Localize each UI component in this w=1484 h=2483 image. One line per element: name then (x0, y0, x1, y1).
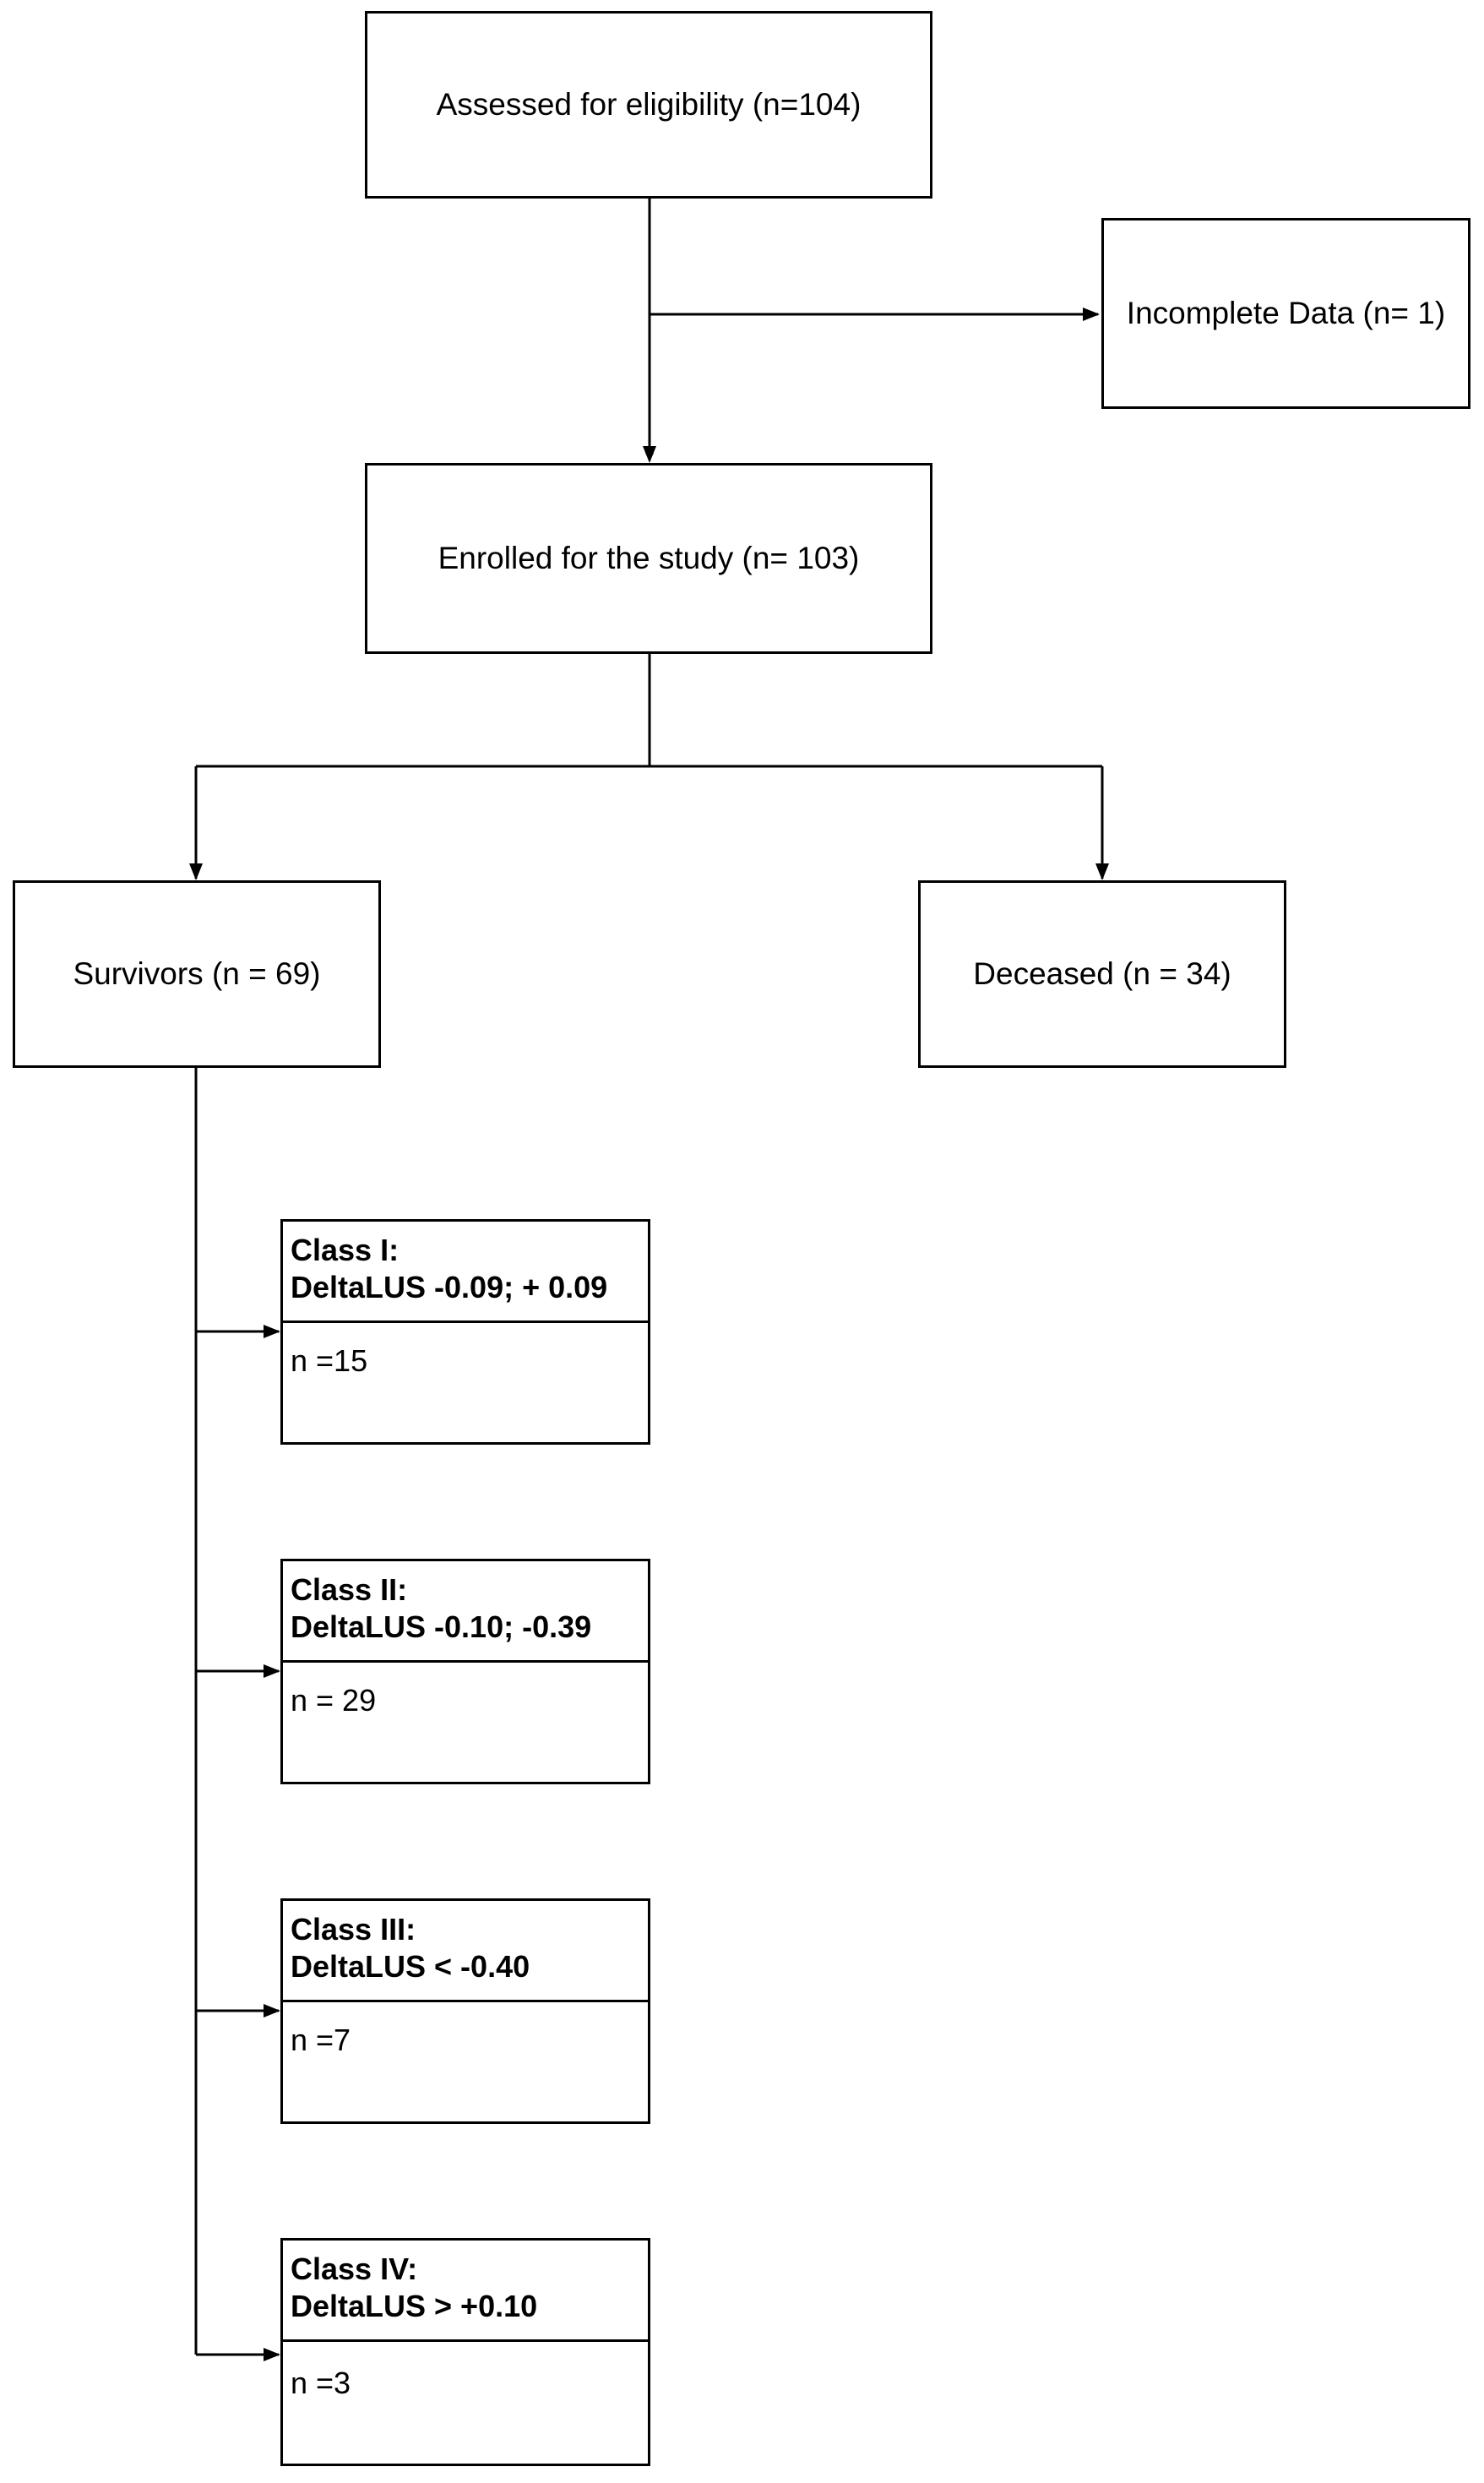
class-2-range: DeltaLUS -0.10; -0.39 (291, 1609, 592, 1644)
class-4-count: n =3 (291, 2366, 351, 2400)
class-4-title: Class IV: (291, 2252, 418, 2286)
incomplete-box: Incomplete Data (n= 1) (1101, 218, 1470, 409)
assessed-label: Assessed for eligibility (n=104) (436, 87, 862, 122)
class-1-title: Class I: (291, 1233, 400, 1267)
class-1-range: DeltaLUS -0.09; + 0.09 (291, 1270, 608, 1304)
deceased-label: Deceased (n = 34) (973, 956, 1231, 991)
class-2-count: n = 29 (291, 1683, 377, 1718)
survivors-box: Survivors (n = 69) (13, 880, 381, 1068)
class-3-box: Class III: DeltaLUS < -0.40 n =7 (280, 1898, 650, 2124)
enrolled-box: Enrolled for the study (n= 103) (365, 463, 932, 654)
class-3-range: DeltaLUS < -0.40 (291, 1949, 530, 1984)
class-2-title: Class II: (291, 1572, 408, 1607)
class-1-box: Class I: DeltaLUS -0.09; + 0.09 n =15 (280, 1219, 650, 1445)
enrolled-label: Enrolled for the study (n= 103) (438, 541, 860, 575)
incomplete-label: Incomplete Data (n= 1) (1126, 296, 1446, 330)
deceased-box: Deceased (n = 34) (918, 880, 1286, 1068)
survivors-label: Survivors (n = 69) (73, 956, 321, 991)
class-4-box: Class IV: DeltaLUS > +0.10 n =3 (280, 2238, 650, 2466)
class-3-title: Class III: (291, 1912, 416, 1947)
class-1-count: n =15 (291, 1343, 368, 1378)
assessed-box: Assessed for eligibility (n=104) (365, 11, 932, 199)
class-3-count: n =7 (291, 2023, 351, 2057)
class-2-box: Class II: DeltaLUS -0.10; -0.39 n = 29 (280, 1559, 650, 1784)
class-4-range: DeltaLUS > +0.10 (291, 2289, 538, 2323)
